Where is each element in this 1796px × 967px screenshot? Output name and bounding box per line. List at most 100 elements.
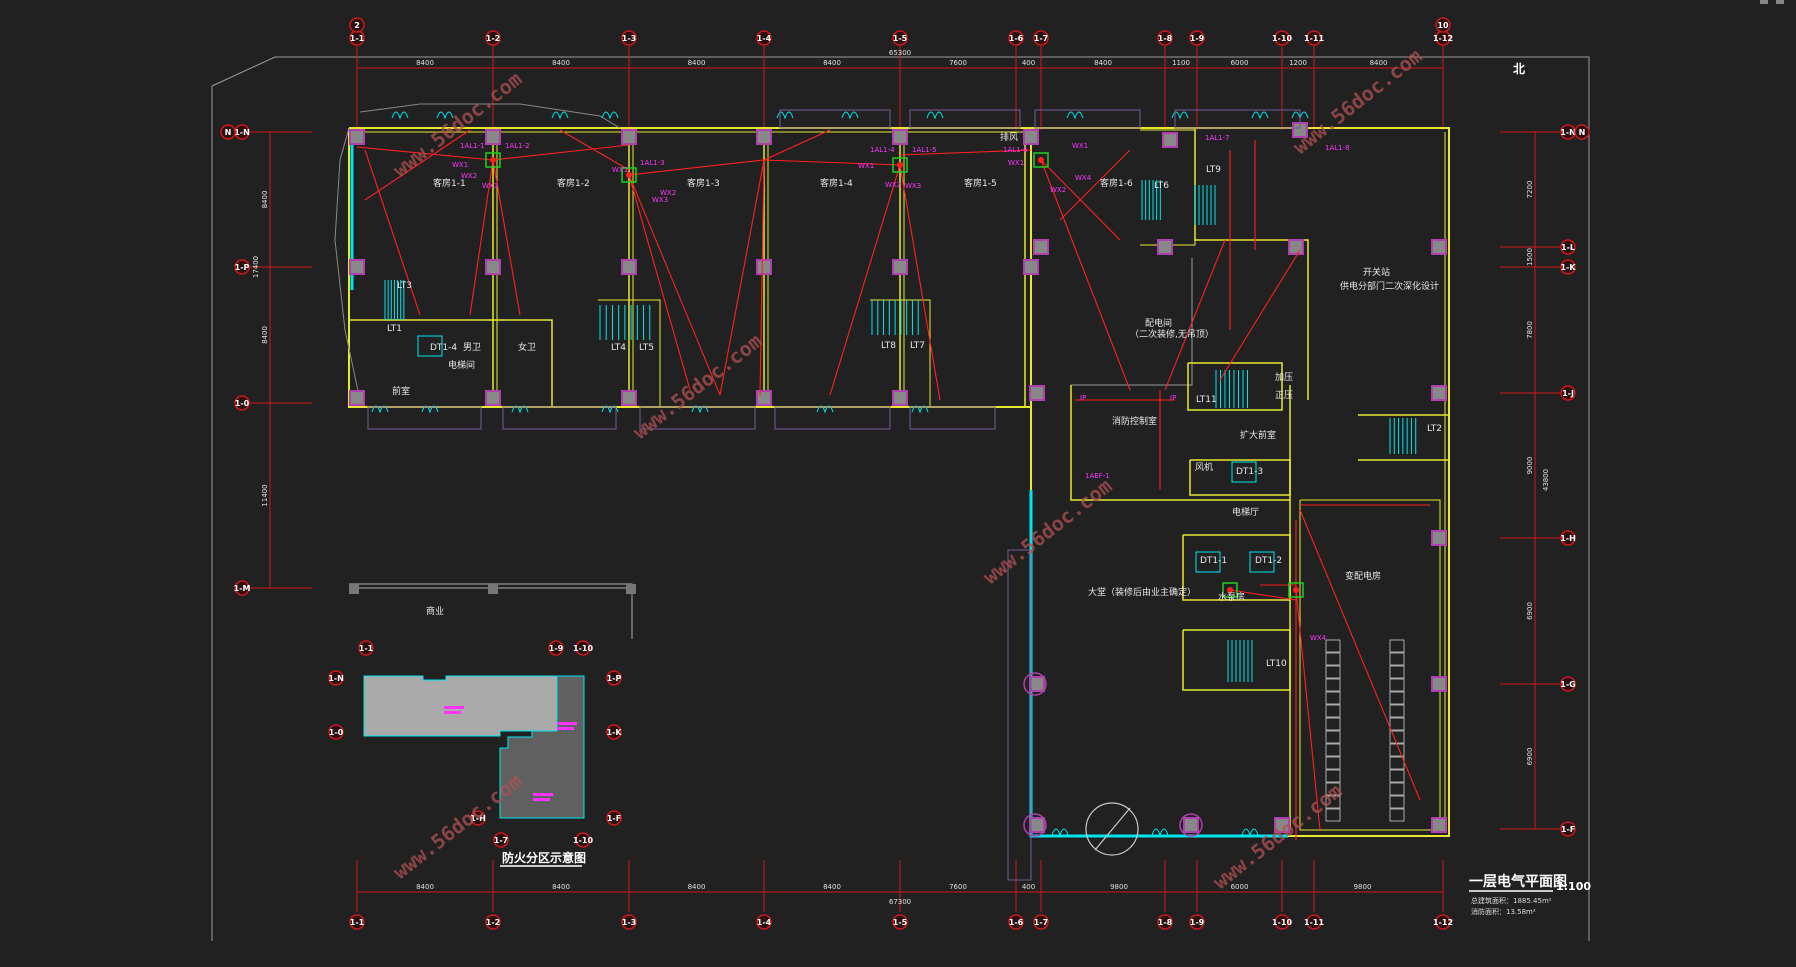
dimension-value: 8400	[688, 883, 706, 891]
structural-column	[621, 129, 637, 145]
structural-column	[1431, 676, 1447, 692]
axis-bubble	[493, 832, 509, 848]
axis-label: 10	[1437, 21, 1449, 30]
room-label: 水泵房	[1218, 591, 1245, 603]
axis-bubble	[358, 640, 374, 656]
circuit-label: WX2	[1050, 186, 1066, 194]
axis-label: 1-L	[1561, 243, 1575, 252]
elevator-label: LT6	[1154, 181, 1169, 191]
drawing-title: 一层电气平面图	[1469, 873, 1567, 890]
stair-core	[1358, 414, 1450, 461]
axis-bubble	[1435, 914, 1451, 930]
cable-tray	[1389, 678, 1405, 692]
axis-bubble	[1560, 259, 1576, 275]
axis-label: 1-12	[1433, 34, 1453, 43]
dimension-value: 8400	[688, 59, 706, 67]
axis-label: 1-H	[1560, 534, 1576, 543]
cable-tray	[1325, 795, 1341, 809]
circuit-label: 1AL1-5	[912, 146, 937, 154]
dimension-value: 8400	[416, 59, 434, 67]
axis-bubble	[756, 30, 772, 46]
window-bay	[909, 406, 996, 430]
drawing-frame	[211, 0, 1784, 941]
elevator-label: LT3	[397, 281, 412, 291]
axis-bubble	[892, 30, 908, 46]
structural-column	[756, 129, 772, 145]
axis-bubble	[621, 30, 637, 46]
structural-column	[1288, 239, 1304, 255]
wire-run	[899, 149, 1032, 156]
zone-marker	[444, 706, 464, 709]
canopy-arc	[359, 103, 621, 129]
axis-label: 1-5	[893, 918, 908, 927]
dimension-value: 6900	[1526, 748, 1534, 766]
door-symbol	[1151, 828, 1169, 837]
dimension-value: 8400	[261, 191, 269, 209]
elevator-label: LT2	[1427, 424, 1442, 434]
axis-label: 1-4	[757, 34, 772, 43]
wire-run	[559, 129, 630, 171]
axis-bubble	[485, 30, 501, 46]
cable-tray	[1325, 717, 1341, 731]
axis-label: 1-4	[757, 918, 772, 927]
door-symbol	[551, 111, 569, 120]
north-label: 北	[1513, 61, 1525, 76]
axis-bubble	[349, 914, 365, 930]
cable-tray	[1325, 678, 1341, 692]
cable-tray	[1325, 769, 1341, 783]
axis-bubble	[606, 810, 622, 826]
interior-wall	[1070, 385, 1290, 501]
window-bay	[1007, 549, 1032, 881]
electrical-wiring	[356, 129, 1430, 840]
axis-label: N	[225, 128, 232, 137]
axis-label: 1-N	[328, 674, 344, 683]
dimension-value: 1200	[1289, 59, 1307, 67]
structural-column	[1431, 385, 1447, 401]
structural-column	[1029, 676, 1045, 692]
panel-dot	[1293, 587, 1299, 593]
corner-glyph	[1760, 0, 1768, 4]
structural-column	[621, 259, 637, 275]
circuit-label: 1AL1-1	[460, 142, 485, 150]
room-label: 女卫	[518, 341, 536, 353]
axis-label: 1-K	[606, 728, 622, 737]
axis-bubble	[606, 670, 622, 686]
structural-column	[349, 390, 365, 406]
elevator-label: LT5	[639, 343, 654, 353]
wire-run	[492, 144, 630, 161]
axis-label: 1-H	[470, 814, 486, 823]
axis-bubble	[1033, 30, 1049, 46]
door-symbol	[841, 111, 859, 120]
circuit-label: WX1	[452, 161, 468, 169]
axis-bubble	[1008, 914, 1024, 930]
panel-dot	[897, 162, 903, 168]
column-small	[626, 584, 636, 594]
structural-column	[756, 390, 772, 406]
circuit-label: WX2	[885, 181, 901, 189]
dimension-value: 1100	[1172, 59, 1190, 67]
cable-tray	[1389, 639, 1405, 653]
axis-bubble	[1560, 530, 1576, 546]
wire-run	[763, 159, 901, 166]
dimension-value: 6000	[1231, 883, 1249, 891]
stair-core	[1182, 629, 1291, 691]
dimension-value: 8400	[261, 326, 269, 344]
dimension-value: 7800	[1526, 321, 1534, 339]
structural-column	[485, 129, 501, 145]
axis-bubble	[1189, 30, 1205, 46]
cable-tray	[1325, 652, 1341, 666]
axis-label: 2	[354, 21, 360, 30]
window-bay	[502, 406, 617, 430]
panel-dot	[490, 157, 496, 163]
cable-tray	[1389, 782, 1405, 796]
cable-tray	[1389, 756, 1405, 770]
axis-label: 1-11	[1304, 918, 1324, 927]
wire-run	[628, 159, 765, 176]
axis-label: 1-9	[1190, 34, 1205, 43]
elevator-label: DT1-4	[430, 343, 457, 353]
zone-marker	[533, 793, 553, 796]
cable-tray	[1389, 769, 1405, 783]
door-symbol	[926, 111, 944, 120]
room-label: 消防控制室	[1112, 415, 1157, 427]
